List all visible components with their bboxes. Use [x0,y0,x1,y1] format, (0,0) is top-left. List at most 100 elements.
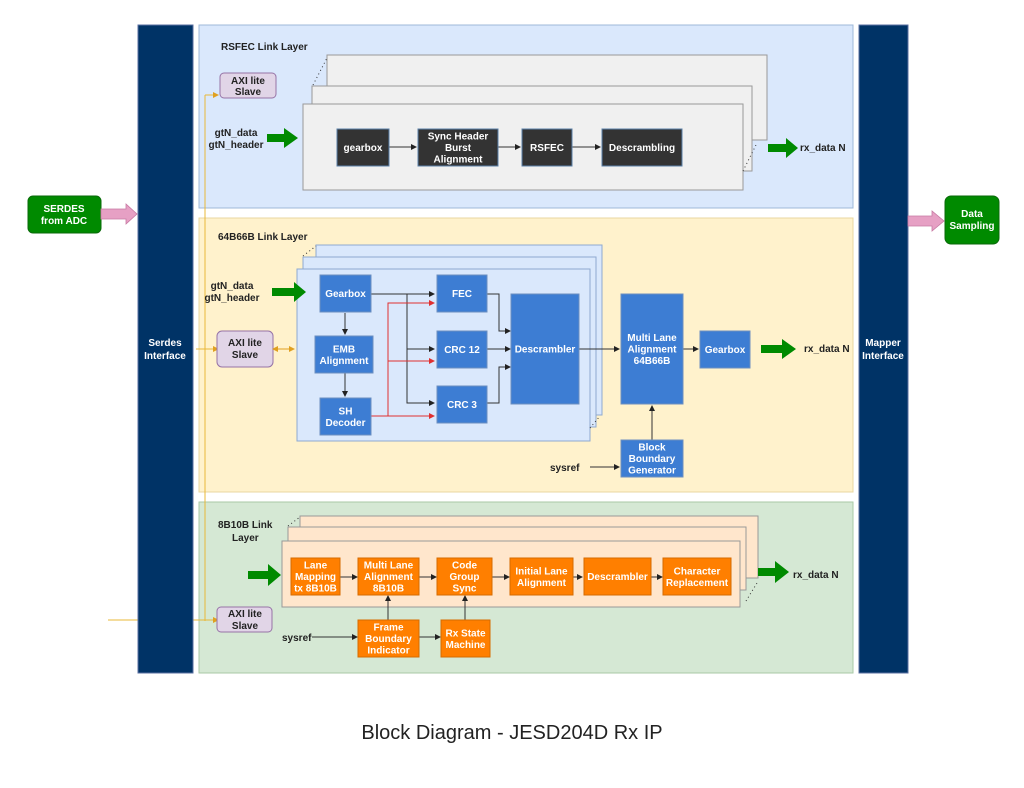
b8-block-char-replacement [662,557,732,596]
b8-block-initial-lane [509,557,574,596]
b64-connectors [342,291,699,470]
serdes-pink-arrow [100,203,138,225]
block-label-line: Group [450,572,480,583]
b64-block-block-boundary [620,439,684,478]
block-label-line: Mapping [295,572,336,583]
block-label-line: Boundary [365,634,412,645]
b8-output-arrow [758,561,789,583]
block-label-line: SH [339,406,353,417]
b8-block-descrambler-label: Descrambler [587,572,648,583]
block-label-line: Alignment [517,578,567,589]
rsfec-block-gearbox [336,128,390,167]
b8-block-descrambler [583,557,652,596]
b64-input-arrow [272,282,306,302]
block-label-line: Multi Lane [627,333,677,344]
block-label-line: Multi Lane [364,561,414,572]
block-label-line: FEC [452,289,472,300]
block-label-line: Replacement [666,578,729,589]
rsfec-layer-title: RSFEC Link Layer [221,42,308,53]
b8-block-multi-lane [357,557,420,596]
b64-sh-decoder-red-connectors [371,300,435,419]
b64-block-crc12-label: CRC 12 [444,345,480,356]
block-label-line: tx 8B10B [294,584,337,595]
b8-block-frame-boundary [357,619,420,658]
block-label-line: Alignment [364,572,414,583]
block-label-line: Character [674,566,721,577]
b64-block-crc12 [436,330,488,369]
b64-block-crc3-label: CRC 3 [447,400,477,411]
b64-block-gearbox-in-label: Gearbox [325,289,366,300]
b64-block-sh-decoder [319,397,372,436]
b8-axi-slave[interactable] [216,606,273,633]
b64-block-gearbox-out [699,330,751,369]
b8-input-arrow [248,564,281,586]
b8-connectors [312,574,663,640]
block-label-line: Alignment [320,356,370,367]
b8-block-code-group [436,557,493,596]
block-label-line: Initial Lane [515,566,568,577]
rsfec-axi-slave[interactable] [219,72,277,99]
b64-block-descrambler-label: Descrambler [515,345,576,356]
b64-block-crc3 [436,385,488,424]
rsfec-block-rsfec [521,128,573,167]
b64-output-arrow [761,339,796,359]
block-label-line: Descrambling [609,143,675,154]
b64-layer-title: 64B66B Link Layer [218,232,308,243]
rsfec-block-sync-header [417,128,499,167]
block-label-line: gearbox [344,143,383,154]
mapper-pink-arrow [907,210,945,232]
b8-block-rx-state [440,619,491,658]
block-label-line: CRC 3 [447,400,477,411]
rsfec-input-arrow [267,128,298,148]
rsfec-block-descrambling [601,128,683,167]
block-label-line: Code [452,561,477,572]
block-label-line: 64B66B [634,356,671,367]
mapper-interface [858,24,909,674]
block-label-line: Gearbox [705,345,746,356]
rsfec-output-arrow [768,138,798,158]
block-label-line: Frame [373,623,403,634]
block-label-line: Indicator [367,646,409,657]
b64-block-fec-label: FEC [452,289,472,300]
block-label-line: Rx State [445,628,485,639]
block-label-line: Sync Header [428,132,489,143]
block-label-line: Boundary [629,454,676,465]
block-label-line: RSFEC [530,143,564,154]
diagram-caption: Block Diagram - JESD204D Rx IP [361,722,663,744]
b64-block-gearbox-out-label: Gearbox [705,345,746,356]
b8-sysref-label: sysref [282,633,312,644]
b8-stack-dots-top [287,516,301,527]
block-label-line: Block [638,443,666,454]
b64-axi-slave[interactable] [216,330,274,368]
b64-sysref-label: sysref [550,463,580,474]
b64-stack-dots-top [302,245,317,257]
block-label-line: Machine [445,640,485,651]
b8-output-label: rx_data N [793,570,839,581]
serdes-interface [137,24,194,674]
block-label-line: EMB [333,344,355,355]
block-label-line: Generator [628,466,676,477]
block-label-line: Alignment [628,345,678,356]
block-label-line: Alignment [434,155,484,166]
block-label-line: 8B10B [373,584,404,595]
block-label-line: Gearbox [325,289,366,300]
